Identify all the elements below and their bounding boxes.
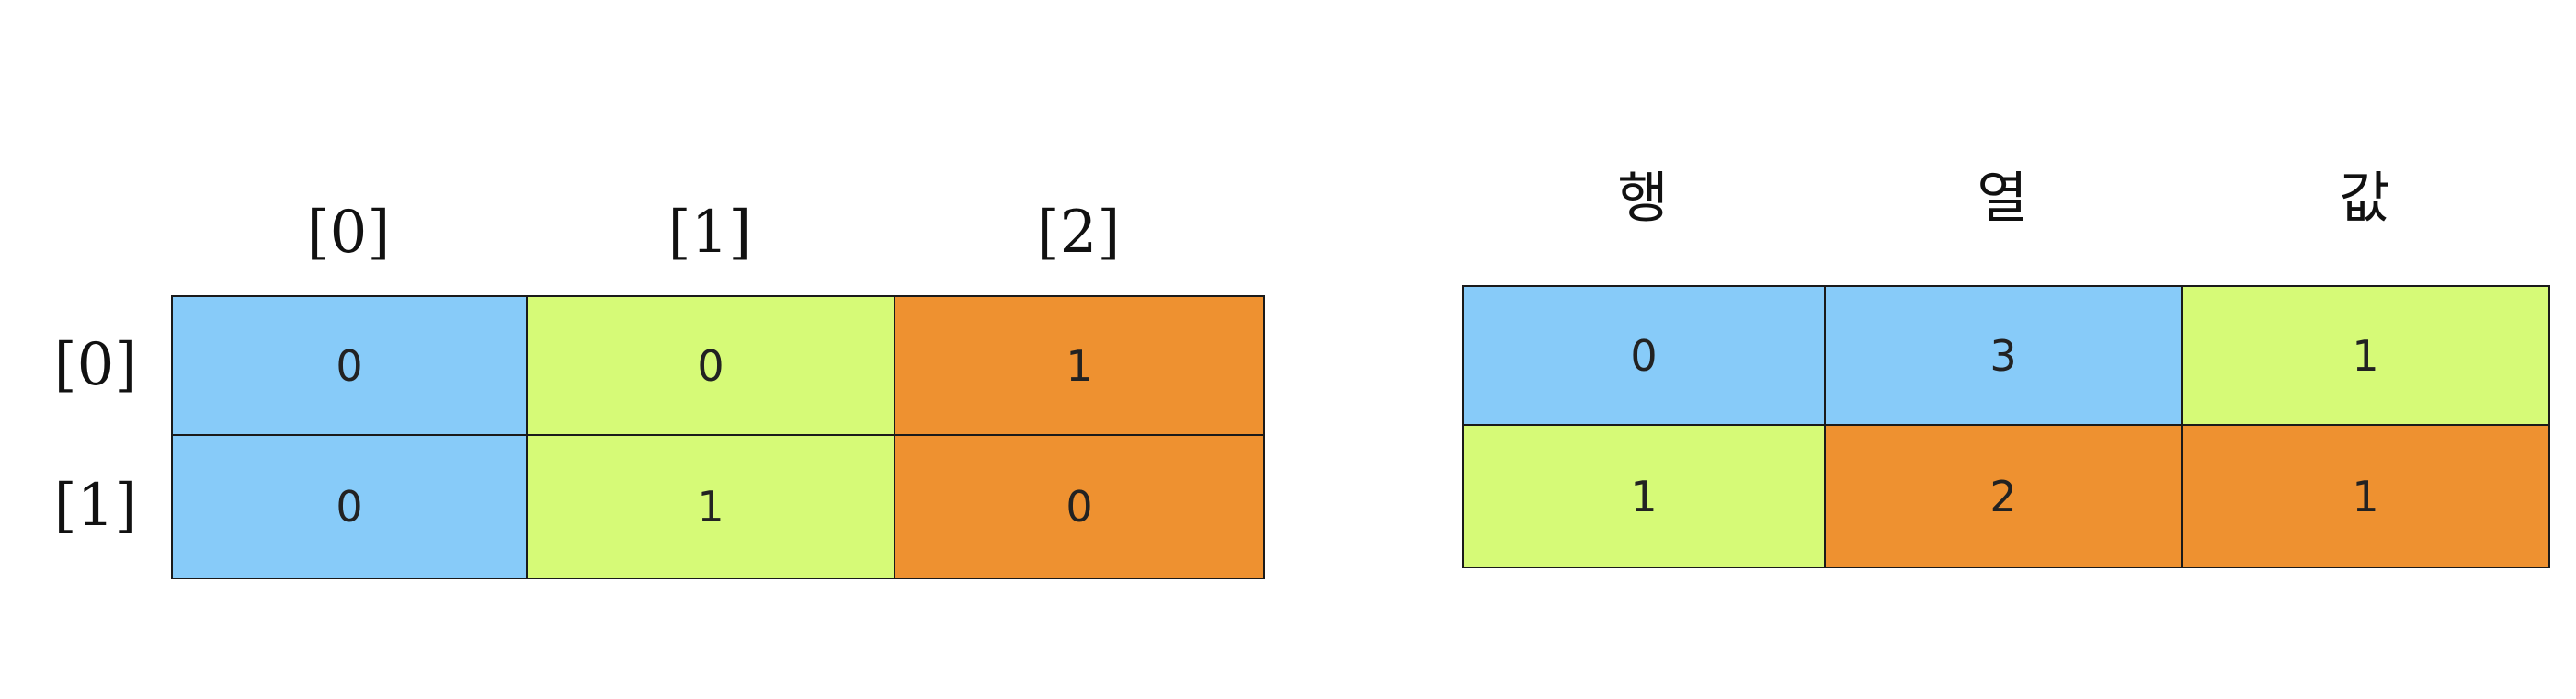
sparse-cell: 2 (1824, 424, 2183, 568)
sparse-cell: 1 (2181, 424, 2550, 568)
matrix-cell: 0 (171, 295, 528, 436)
matrix-cell: 0 (171, 434, 528, 579)
sparse-cell: 1 (2181, 285, 2550, 426)
column-header: 값 (2339, 166, 2390, 231)
matrix-cell: 1 (526, 434, 895, 579)
matrix-cell: 0 (894, 434, 1265, 579)
row-index-label: [0] (53, 330, 138, 399)
row-index-label: [1] (53, 472, 138, 540)
matrix-cell: 1 (894, 295, 1265, 436)
sparse-cell: 0 (1462, 285, 1826, 426)
sparse-cell: 1 (1462, 424, 1826, 568)
column-index-label: [2] (1036, 199, 1121, 267)
matrix-cell: 0 (526, 295, 895, 436)
sparse-cell: 3 (1824, 285, 2183, 426)
column-index-label: [0] (306, 199, 391, 267)
column-header: 행 (1617, 166, 1669, 231)
column-header: 열 (1977, 166, 2028, 231)
column-index-label: [1] (667, 199, 752, 267)
